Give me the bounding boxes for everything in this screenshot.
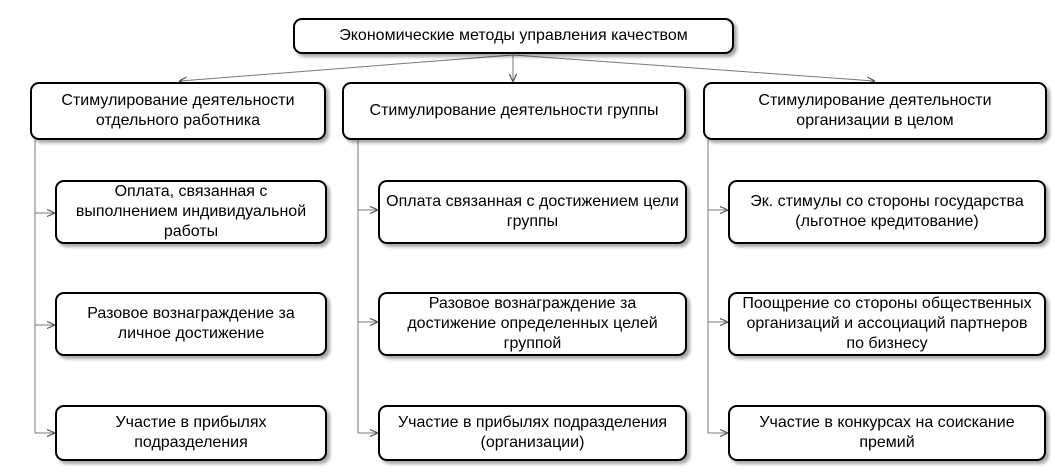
group-item-2-label: Разовое вознаграждение за достижение опр… [407, 295, 658, 352]
arrow-title-to-cat1 [180, 54, 514, 81]
individual-item-2-box: Разовое вознаграждение за личное достиже… [55, 292, 327, 356]
group-item-3-box: Участие в прибылях подразделения (органи… [378, 405, 687, 461]
organization-item-3-label: Участие в конкурсах на соискание премий [759, 414, 1015, 451]
arrow-title-to-cat3 [512, 54, 874, 81]
category-organization-label: Стимулирование деятельности организации … [758, 92, 992, 129]
category-individual-label: Стимулирование деятельности отдельного р… [61, 92, 295, 129]
group-item-3-label: Участие в прибылях подразделения (органи… [397, 414, 668, 451]
individual-item-2-label: Разовое вознаграждение за личное достиже… [87, 305, 295, 342]
group-item-1-box: Оплата связанная с достижением цели груп… [378, 180, 687, 244]
individual-item-1-label: Оплата, связанная с выполнением индивиду… [75, 183, 307, 240]
category-individual-box: Стимулирование деятельности отдельного р… [30, 82, 326, 140]
group-item-2-box: Разовое вознаграждение за достижение опр… [378, 292, 687, 356]
diagram-title: Экономические методы управления качество… [339, 27, 688, 44]
individual-item-1-box: Оплата, связанная с выполнением индивиду… [55, 180, 327, 244]
organization-item-1-box: Эк. стимулы со стороны государства (льго… [728, 180, 1046, 244]
group-item-1-label: Оплата связанная с достижением цели груп… [386, 193, 679, 230]
organization-item-1-label: Эк. стимулы со стороны государства (льго… [750, 193, 1024, 230]
individual-item-3-label: Участие в прибылях подразделения [115, 414, 267, 451]
individual-item-3-box: Участие в прибылях подразделения [55, 405, 327, 461]
category-group-box: Стимулирование деятельности группы [342, 82, 686, 140]
category-group-label: Стимулирование деятельности группы [369, 102, 659, 119]
diagram-title-box: Экономические методы управления качество… [293, 18, 734, 54]
organization-item-3-box: Участие в конкурсах на соискание премий [728, 405, 1046, 461]
organization-item-2-label: Поощрение со стороны общественных органи… [742, 295, 1032, 352]
organization-item-2-box: Поощрение со стороны общественных органи… [728, 292, 1046, 356]
category-organization-box: Стимулирование деятельности организации … [703, 82, 1047, 140]
